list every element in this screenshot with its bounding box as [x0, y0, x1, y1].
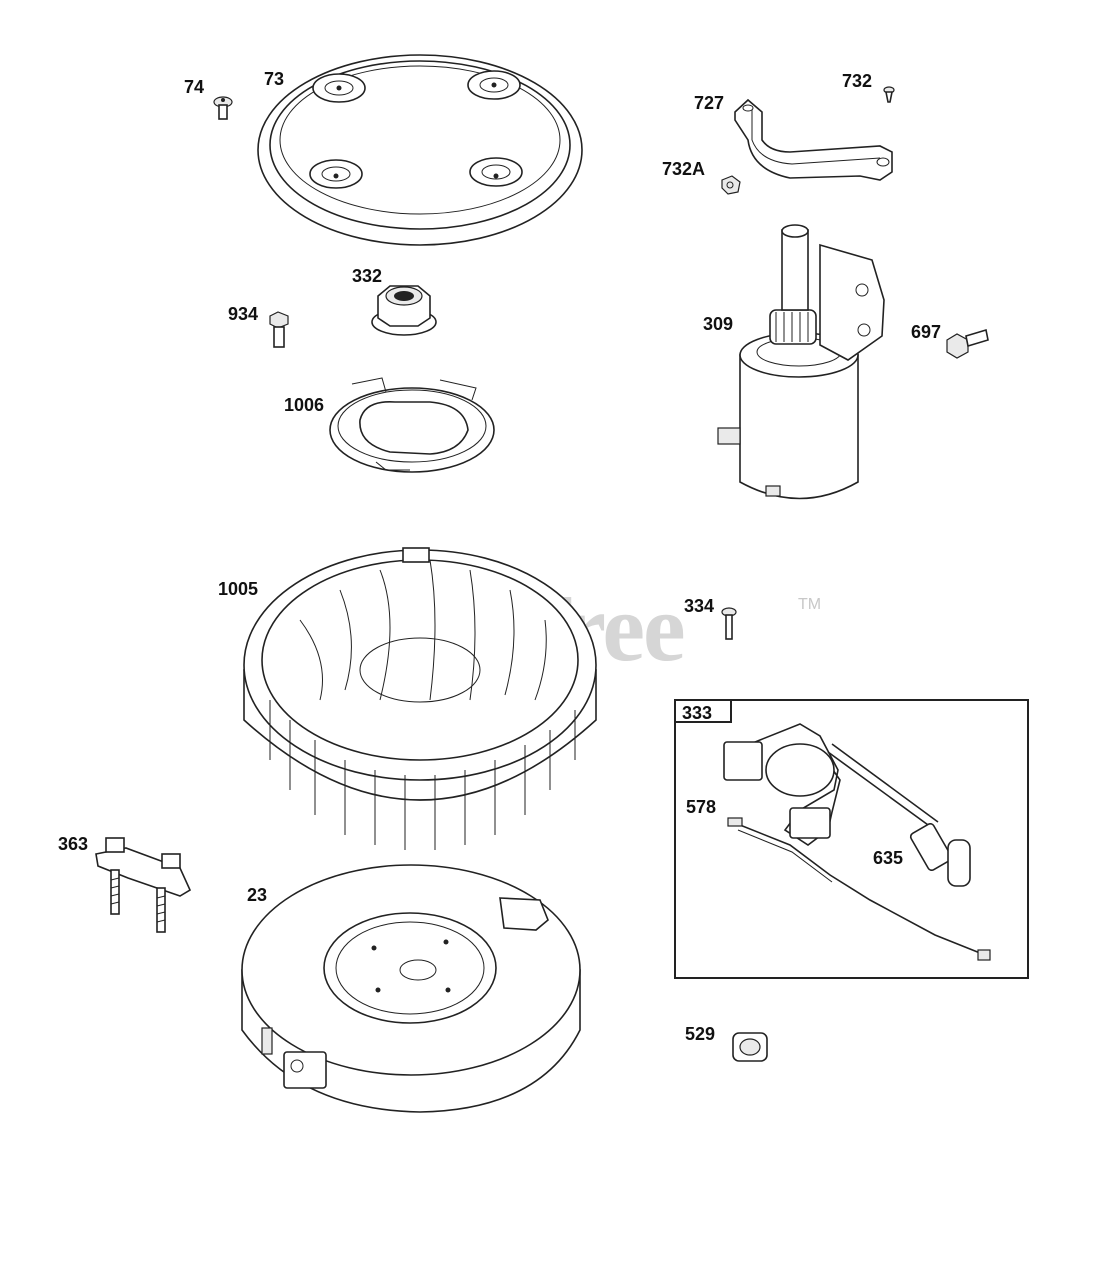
callout-334[interactable]: 334	[684, 596, 715, 616]
part-309-starter	[717, 224, 885, 500]
inset-label-333: 333	[682, 703, 713, 723]
part-732-screw	[883, 86, 895, 103]
callout-529[interactable]: 529	[685, 1024, 716, 1044]
part-332-nut	[371, 285, 437, 336]
part-333-armature	[723, 723, 971, 887]
callout-332[interactable]: 332	[352, 266, 383, 286]
part-934-bolt	[269, 311, 289, 348]
callout-74[interactable]: 74	[184, 77, 205, 97]
inset-frame-333	[674, 699, 1029, 979]
callout-697[interactable]: 697	[911, 322, 942, 342]
cover-boss	[312, 73, 366, 103]
callout-732[interactable]: 732	[842, 71, 873, 91]
callout-934[interactable]: 934	[228, 304, 259, 324]
part-363-bracket	[95, 837, 192, 933]
cover-boss	[469, 157, 523, 187]
cover-boss	[309, 159, 363, 189]
callout-23[interactable]: 23	[247, 885, 268, 905]
part-697-bolt	[946, 328, 989, 359]
part-732A-bolt	[721, 175, 741, 195]
callout-1006[interactable]: 1006	[284, 395, 325, 415]
part-529-grommet	[732, 1032, 768, 1062]
inset-tab-333: 333	[674, 699, 732, 723]
part-1005-flywheel	[243, 547, 597, 850]
part-23-housing	[241, 864, 581, 1113]
watermark-trademark: TM	[798, 596, 822, 613]
callout-363[interactable]: 363	[58, 834, 89, 854]
callout-732A[interactable]: 732A	[662, 159, 706, 179]
part-73-cover	[257, 54, 583, 246]
callout-309[interactable]: 309	[703, 314, 734, 334]
part-334-screw	[721, 607, 737, 640]
callout-578[interactable]: 578	[686, 797, 717, 817]
part-727-bracket	[734, 98, 893, 181]
callout-1005[interactable]: 1005	[218, 579, 259, 599]
callout-635[interactable]: 635	[873, 848, 904, 868]
part-74-screw	[213, 96, 233, 120]
part-1006-ring	[329, 377, 495, 473]
callout-73[interactable]: 73	[264, 69, 285, 89]
part-578-wire	[727, 817, 991, 961]
cover-boss	[467, 70, 521, 100]
callout-727[interactable]: 727	[694, 93, 725, 113]
